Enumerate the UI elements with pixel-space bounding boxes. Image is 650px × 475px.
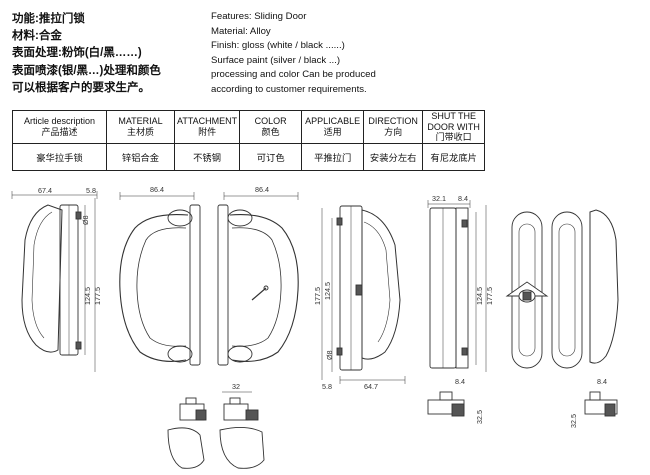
drawing-side-lock: 177.5 124.5 Ø8 5.8 64.7 <box>313 205 406 391</box>
spec-cn-line: 功能:推拉门锁 <box>12 13 85 25</box>
dim-label: 177.5 <box>485 287 494 305</box>
spec-cn-line: 可以根据客户的要求生产。 <box>12 81 150 94</box>
spec-en-line: Finish: gloss (white / black ......) <box>211 40 345 52</box>
spec-cn-line: 表面喷漆(银/黑…)处理和颜色 <box>12 64 161 77</box>
drawing-side-profile: 67.4 5.8 Ø8 124.5 177.5 <box>11 186 102 372</box>
spec-en-line: according to customer requirements. <box>211 83 367 95</box>
dim-label: 5.8 <box>86 186 96 195</box>
drawing-lower-assemblies: 32 <box>167 382 265 469</box>
dim-label: 32.1 <box>432 194 446 203</box>
value-cell: 安装分左右 <box>363 142 424 171</box>
dim-label: 32.5 <box>569 414 578 428</box>
dim-label: 124.5 <box>323 282 332 300</box>
drawing-front-thumbturn: 32.1 8.4 124.5 177.5 8.4 32.5 <box>427 194 494 424</box>
dim-label: 8.4 <box>455 377 465 386</box>
dim-label: 177.5 <box>93 287 102 305</box>
dim-label: 5.8 <box>322 382 332 391</box>
drawing-front-handle: 86.4 <box>119 185 201 366</box>
dim-label: 124.5 <box>475 287 484 305</box>
english-specifications: Features: Sliding Door Material: Alloy F… <box>211 10 376 98</box>
dim-label: 67.4 <box>38 186 52 195</box>
value-cell: 豪华拉手锁 <box>12 142 107 171</box>
dim-label: 64.7 <box>364 382 378 391</box>
spec-en-line: Features: Sliding Door <box>211 11 307 22</box>
value-cell: 不锈钢 <box>173 142 241 171</box>
dim-label: 32.5 <box>475 410 484 424</box>
dim-label: 86.4 <box>255 185 269 194</box>
spec-en-line: processing and color Can be produced <box>211 69 376 81</box>
spec-en-line: Material: Alloy <box>211 25 271 37</box>
spec-cn-line: 材料:合金 <box>12 30 62 43</box>
spec-en-line: Surface paint (silver / black ...) <box>211 54 341 66</box>
spec-table-value-row: 豪华拉手锁 锌铝合金 不锈钢 可订色 平推拉门 安装分左右 有尼龙底片 <box>12 142 486 171</box>
technical-drawings: 67.4 5.8 Ø8 124.5 177.5 86.4 86.4 <box>11 185 619 469</box>
drawing-paired-handles: 8.4 32.5 <box>505 209 619 428</box>
dim-label: 124.5 <box>83 287 92 305</box>
dim-label: Ø8 <box>325 350 334 360</box>
chinese-specifications: 功能:推拉门锁 材料:合金 表面处理:粉饰(白/黑……) 表面喷漆(银/黑…)处… <box>12 11 161 97</box>
dim-label: 177.5 <box>313 287 322 305</box>
value-cell: 平推拉门 <box>301 142 365 171</box>
dim-label: 32 <box>232 382 240 391</box>
dim-label: 8.4 <box>458 194 468 203</box>
value-cell: 可订色 <box>239 142 303 171</box>
spec-cn-line: 表面处理:粉饰(白/黑……) <box>12 47 142 60</box>
drawing-rear-handle: 86.4 <box>217 185 299 366</box>
value-cell: 锌铝合金 <box>106 142 175 171</box>
dim-label: Ø8 <box>81 215 90 225</box>
dim-label: 86.4 <box>150 185 164 194</box>
dim-label: 8.4 <box>597 377 607 386</box>
value-cell: 有尼龙底片 <box>422 142 486 171</box>
